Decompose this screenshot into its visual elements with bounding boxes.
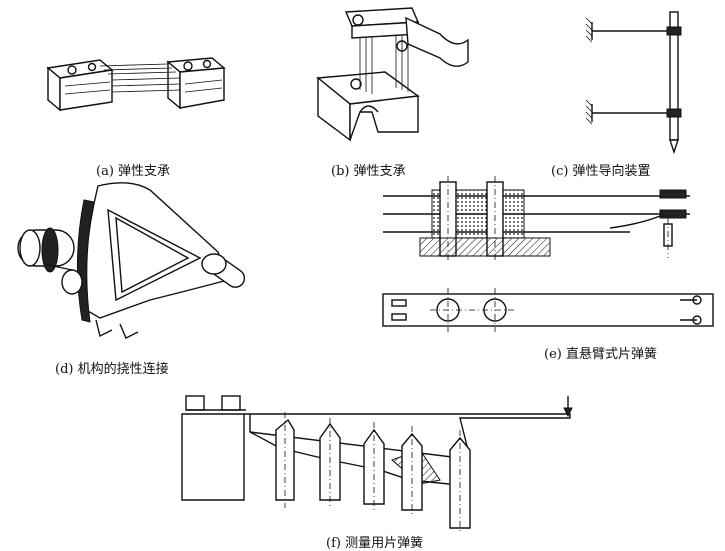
caption-a: (a) 弹性支承 <box>96 164 171 179</box>
caption-f: (f) 测量用片弹簧 <box>326 536 424 551</box>
figure-d-flexible-connection <box>17 182 246 339</box>
figure-e-cantilever-spring <box>382 176 714 332</box>
figure-c-elastic-guide <box>585 11 682 155</box>
figure-b-elastic-support <box>316 7 469 142</box>
caption-b: (b) 弹性支承 <box>331 164 406 179</box>
probe-pins <box>275 412 471 534</box>
figure-a-elastic-support <box>46 57 226 112</box>
figure-f-measuring-spring <box>181 395 573 534</box>
caption-c: (c) 弹性导向装置 <box>551 164 651 179</box>
caption-e: (e) 直悬臂式片弹簧 <box>544 347 657 362</box>
caption-d: (d) 机构的挠性连接 <box>55 362 169 377</box>
